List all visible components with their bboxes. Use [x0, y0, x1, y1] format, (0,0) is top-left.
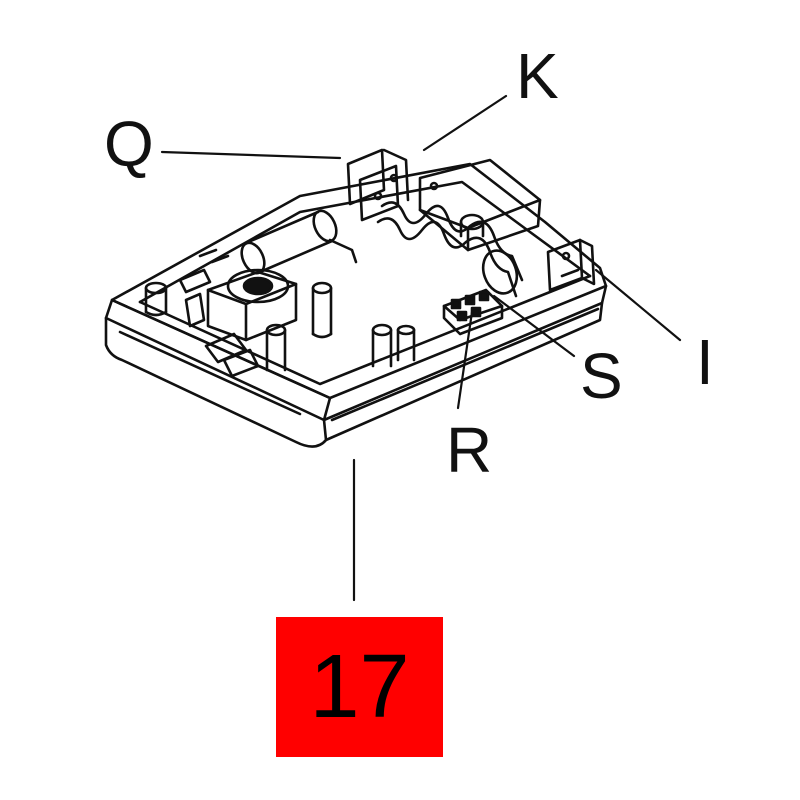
capacitor-horizontal	[240, 209, 358, 275]
wire-coil	[376, 201, 524, 298]
callout-s: S	[580, 340, 623, 412]
circuit-board-housing	[104, 162, 608, 448]
callout-k: K	[516, 40, 559, 112]
capacitor-left	[144, 281, 168, 317]
capacitor-right	[265, 323, 287, 372]
capacitor-front-b	[396, 324, 416, 362]
leader-i	[594, 268, 682, 342]
callout-i: I	[696, 326, 714, 398]
leader-s	[492, 294, 576, 358]
terminal-tab-i	[546, 238, 596, 292]
leader-k	[422, 94, 508, 152]
leader-r	[456, 310, 474, 410]
small-components	[178, 248, 260, 378]
callout-q: Q	[104, 108, 154, 180]
callout-r: R	[446, 414, 493, 486]
transformer	[206, 268, 298, 342]
leader-q	[160, 150, 342, 160]
part-number-badge: 17	[276, 617, 443, 757]
capacitor-front-a	[371, 323, 393, 368]
part-number: 17	[309, 637, 410, 737]
capacitor-center	[311, 281, 333, 339]
leader-lines	[160, 94, 682, 602]
